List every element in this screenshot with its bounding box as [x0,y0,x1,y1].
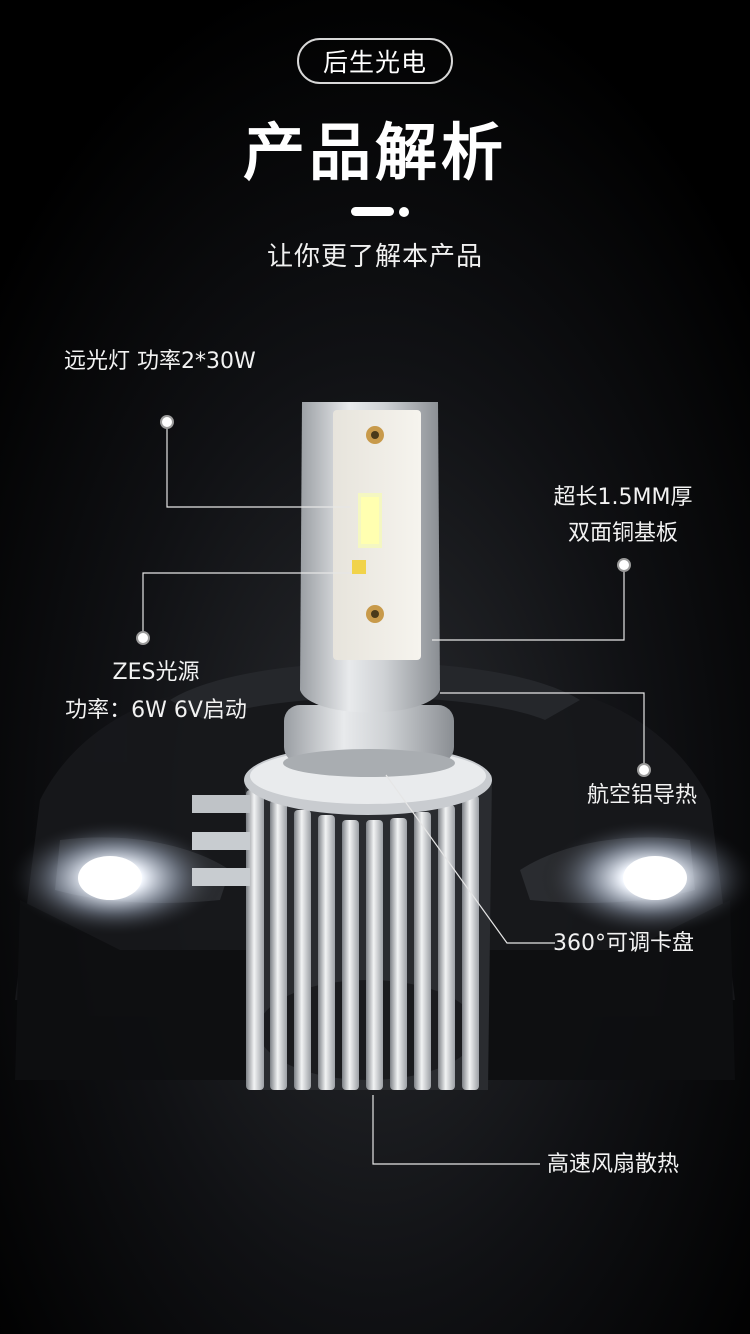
title-divider-dot [399,207,409,217]
callout-high-beam: 远光灯 功率2*30W [64,349,256,374]
callout-copper-board: 超长1.5MM厚 双面铜基板 [550,483,696,549]
page-subtitle: 让你更了解本产品 [266,242,483,272]
callout-zes-source: ZES光源 功率：6W 6V启动 [56,658,256,726]
callout-fan: 高速风扇散热 [547,1152,680,1177]
callout-aluminum: 航空铝导热 [587,783,698,808]
brand-badge: 后生光电 [297,38,453,84]
callout-copper-line2: 双面铜基板 [567,521,678,546]
callout-collar: 360°可调卡盘 [553,931,694,956]
adjustable-collar [283,705,455,777]
bulb-tower [300,402,440,713]
callout-zes-line2: 功率：6W 6V启动 [65,698,247,723]
callout-zes-line1: ZES光源 [112,660,200,685]
brand-name: 后生光电 [322,48,427,77]
callout-copper-line1: 超长1.5MM厚 [553,485,693,510]
title-divider-dash [351,207,394,216]
page-title: 产品解析 [242,116,507,189]
callout-lines [142,422,645,1165]
